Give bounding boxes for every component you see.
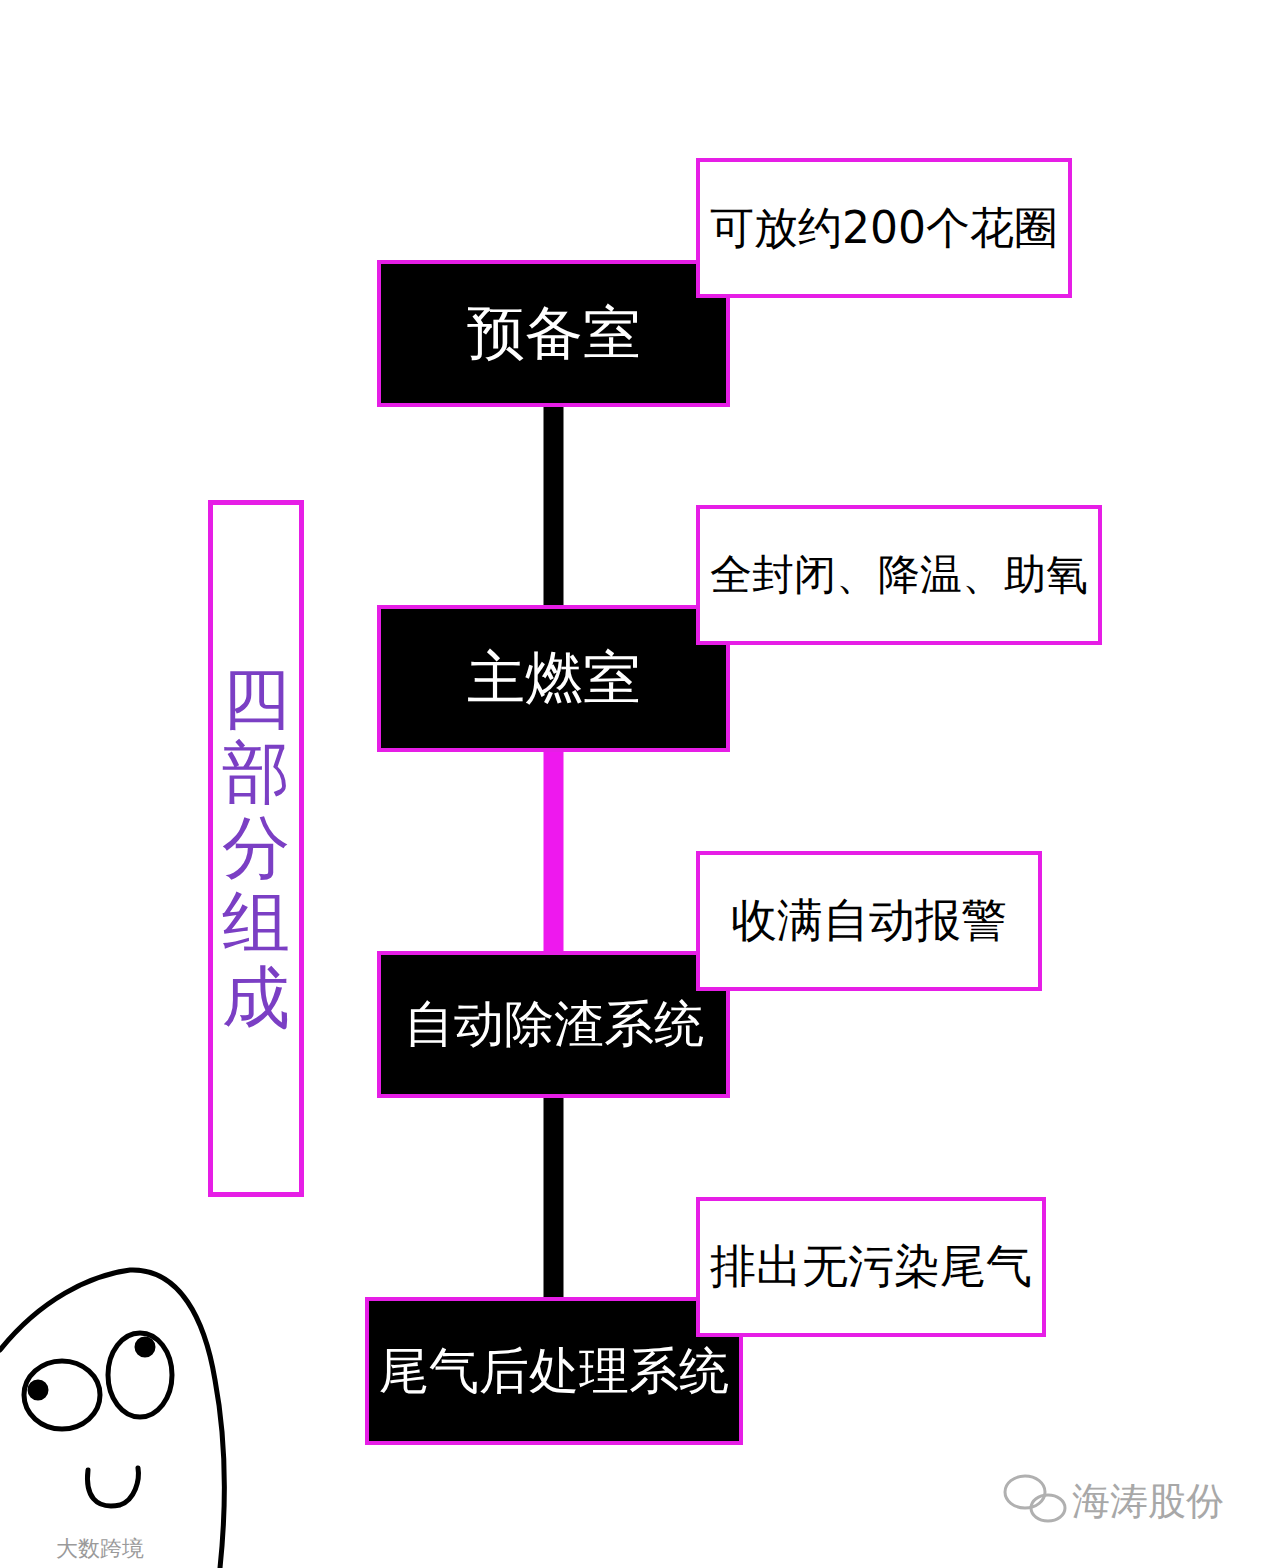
connector-line — [544, 752, 564, 951]
node-text: 四部分组成 — [222, 662, 290, 1036]
note-box: 全封闭、降温、助氧 — [696, 505, 1102, 645]
node-text: 可放约200个花圈 — [710, 199, 1058, 258]
node-text: 主燃室 — [467, 640, 641, 718]
process-box: 尾气后处理系统 — [365, 1297, 743, 1445]
watermark: 大数跨境 — [56, 1534, 144, 1564]
process-box: 预备室 — [377, 260, 730, 407]
node-text: 全封闭、降温、助氧 — [710, 547, 1088, 603]
connector-line — [544, 407, 564, 605]
watermark: 海涛股份 — [1072, 1476, 1224, 1527]
node-text: 收满自动报警 — [731, 890, 1007, 952]
cartoon-face — [0, 1270, 224, 1568]
process-box: 自动除渣系统 — [377, 951, 730, 1098]
process-box: 主燃室 — [377, 605, 730, 752]
node-text: 排出无污染尾气 — [710, 1236, 1032, 1298]
node-text: 尾气后处理系统 — [379, 1338, 729, 1405]
note-box: 收满自动报警 — [696, 851, 1042, 991]
note-box: 可放约200个花圈 — [696, 158, 1072, 298]
group-label-box: 四部分组成 — [208, 500, 304, 1197]
wechat-icon — [1005, 1476, 1065, 1521]
connector-line — [544, 1098, 564, 1297]
note-box: 排出无污染尾气 — [696, 1197, 1046, 1337]
node-text: 预备室 — [467, 295, 641, 373]
node-text: 自动除渣系统 — [404, 991, 704, 1058]
